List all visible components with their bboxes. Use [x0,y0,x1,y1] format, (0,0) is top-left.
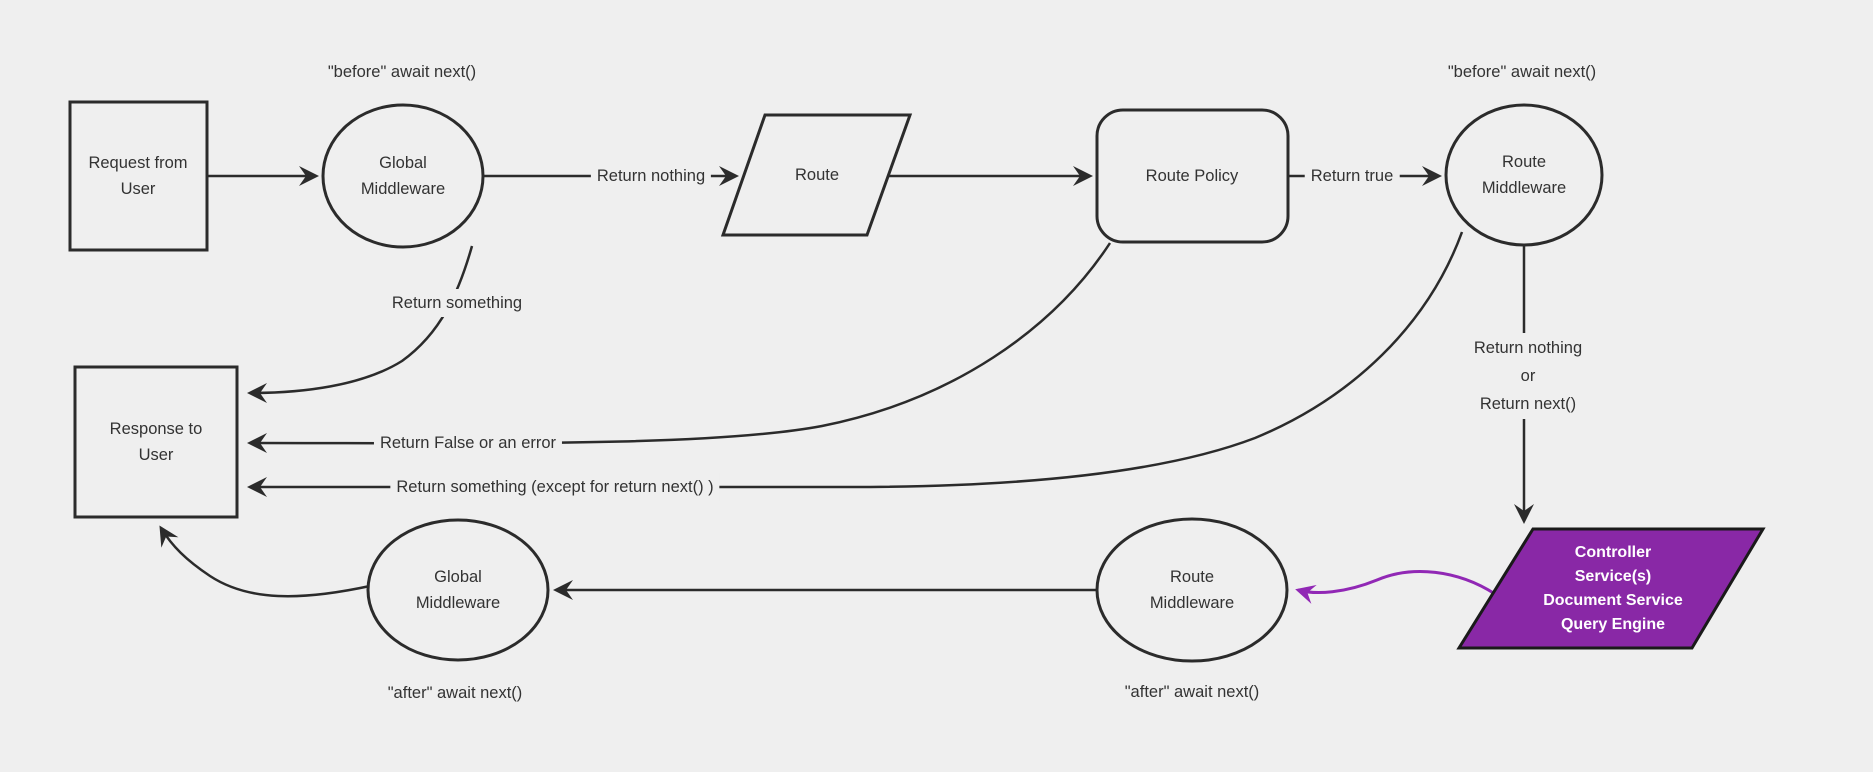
annotation-before-await-right: "before" await next() [1447,63,1597,81]
edge-global-middleware-to-response [159,525,371,598]
edge-label-return-something: Return something [385,289,529,317]
node-route [720,113,913,237]
edge-label-return-false-or-error: Return False or an error [373,429,563,457]
edge-label-return-nothing: Return nothing [590,162,712,190]
edge-global-middleware-return-something [247,245,474,403]
node-route-middleware-after [1095,517,1289,663]
node-route-middleware-before [1444,103,1604,247]
edge-controller-to-route-middleware-after [1295,570,1496,604]
annotation-after-await-left: "after" await next() [387,684,523,702]
node-response-to-user [73,365,239,519]
edge-label-return-something-except: Return something (except for return next… [390,473,720,501]
node-controller-services [1456,527,1766,650]
node-route-policy [1095,108,1290,244]
edge-label-return-true: Return true [1304,162,1400,190]
node-global-middleware-after [366,518,550,662]
edge-label-return-nothing-or-next: Return nothing or Return next() [1467,333,1589,419]
annotation-after-await-right: "after" await next() [1124,683,1260,701]
edge-route-middleware-return-something-except [247,231,1464,497]
node-global-middleware-before [321,103,485,249]
annotation-before-await-left: "before" await next() [327,63,477,81]
node-request-from-user [68,100,209,252]
edge-route-policy-return-false [247,242,1112,454]
